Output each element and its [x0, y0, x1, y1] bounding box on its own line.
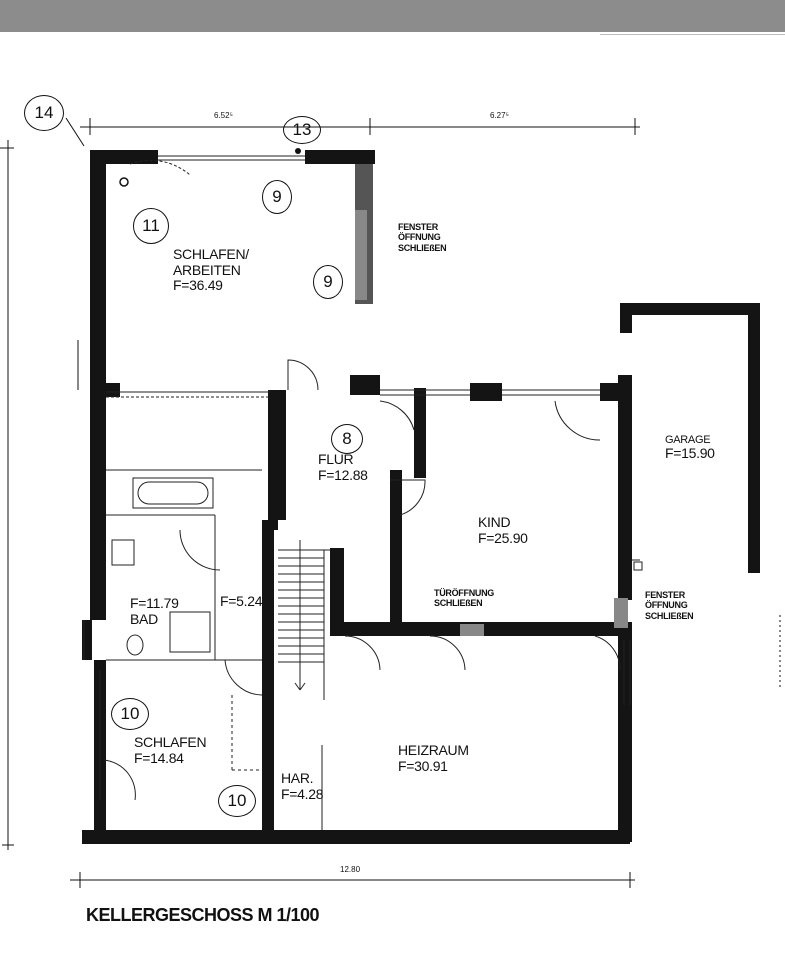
dimension-lines — [0, 117, 781, 888]
plan-title: KELLERGESCHOSS M 1/100 — [86, 905, 320, 925]
wall-int-c — [470, 383, 502, 401]
note-line: TÜRÖFFNUNG — [434, 588, 494, 598]
marker-14: 14 — [24, 95, 64, 131]
wall-corridor-left-lower — [262, 520, 274, 830]
room-flur: FLUR F=12.88 — [318, 451, 368, 483]
marker-10a: 10 — [111, 698, 149, 730]
hatches — [355, 210, 628, 636]
wall-stub — [270, 518, 278, 530]
room-name: FLUR — [318, 451, 354, 467]
room-area: F=4.28 — [281, 785, 324, 802]
room-name-line1: SCHLAFEN/ — [173, 246, 249, 262]
room-garage: GARAGE F=15.90 — [665, 434, 715, 462]
thin-lines — [83, 155, 643, 830]
wall-kind-left — [390, 470, 402, 630]
note-line: ÖFFNUNG — [645, 600, 688, 611]
note-fenster-upper: FENSTER ÖFFNUNG SCHLIEßEN — [398, 222, 447, 253]
garage-walls — [620, 303, 760, 573]
wall-corridor-left — [268, 390, 286, 520]
room-area: F=15.90 — [665, 445, 715, 462]
dim-left-width: 6.52⁵ — [214, 111, 233, 120]
dim-total-width: 12.80 — [340, 865, 361, 874]
note-fenster-lower: FENSTER ÖFFNUNG SCHLIEßEN — [645, 590, 694, 621]
room-bad: F=11.79 BAD — [130, 595, 179, 627]
room-area: F=25.90 — [478, 529, 528, 546]
room-area: F=5.24 — [220, 593, 263, 609]
note-line: ÖFFNUNG — [398, 232, 441, 243]
room-unlabeled: F=5.24 — [220, 593, 263, 610]
room-name: HEIZRAUM — [398, 742, 469, 758]
top-bar — [0, 0, 785, 32]
room-area: F=14.84 — [134, 749, 184, 766]
room-name: SCHLAFEN — [134, 734, 207, 750]
wall-int-b — [350, 375, 380, 395]
walls — [82, 150, 632, 844]
room-area: F=30.91 — [398, 757, 448, 774]
note-line: SCHLIEßEN — [645, 610, 694, 621]
room-name: KIND — [478, 514, 511, 530]
marker-13: 13 — [283, 116, 321, 144]
note-line: FENSTER — [398, 222, 438, 232]
wall-right-upper — [618, 375, 632, 600]
note-line: FENSTER — [645, 590, 685, 600]
room-schlafen-arbeiten: SCHLAFEN/ ARBEITEN F=36.49 — [173, 246, 249, 294]
room-schlafen: SCHLAFEN F=14.84 — [134, 734, 207, 766]
note-tueroeffnung: TÜRÖFFNUNG SCHLIEßEN — [434, 588, 494, 609]
marker-9b: 9 — [313, 265, 343, 299]
wall-bottom — [82, 830, 630, 844]
room-name: BAD — [130, 610, 158, 627]
room-name: HAR. — [281, 770, 314, 786]
room-area: F=11.79 — [130, 595, 179, 611]
room-kind: KIND F=25.90 — [478, 514, 528, 546]
wall-stair-right — [330, 548, 344, 628]
marker-9a: 9 — [262, 180, 292, 214]
wall-right-lower — [618, 630, 632, 842]
room-name-line2: ARBEITEN — [173, 261, 241, 278]
wall-int-d — [600, 383, 622, 401]
wall-top-right — [305, 150, 375, 164]
top-rule — [600, 34, 785, 35]
wall-top-left — [90, 150, 158, 164]
dim-right-width: 6.27⁵ — [490, 111, 509, 120]
room-area: F=36.49 — [173, 277, 223, 294]
wall-flur-right — [414, 388, 426, 478]
marker-11: 11 — [133, 208, 169, 244]
room-heizraum: HEIZRAUM F=30.91 — [398, 742, 469, 774]
room-har: HAR. F=4.28 — [281, 770, 324, 802]
note-line: SCHLIEßEN — [398, 242, 447, 253]
room-area: F=12.88 — [318, 466, 368, 483]
wall-int-a — [90, 383, 120, 397]
marker-10b: 10 — [218, 785, 256, 817]
marker-8: 8 — [331, 424, 363, 454]
note-line: SCHLIEßEN — [434, 598, 483, 609]
room-name: GARAGE — [665, 434, 711, 446]
wall-left-notch — [82, 620, 92, 660]
